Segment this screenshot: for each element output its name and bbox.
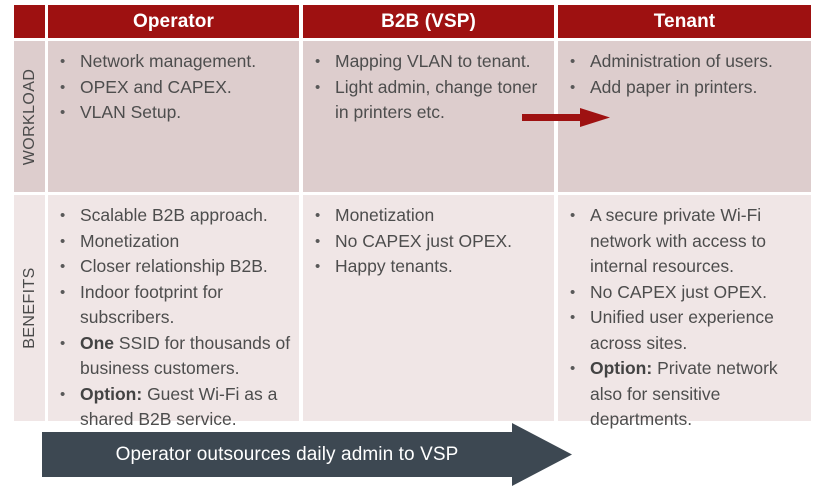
bullet-item: Add paper in printers. bbox=[570, 75, 803, 101]
bullet-item: OPEX and CAPEX. bbox=[60, 75, 291, 101]
table-row-benefits: BENEFITS Scalable B2B approach.Monetizat… bbox=[14, 195, 811, 429]
bullet-item: Option: Private network also for sensiti… bbox=[570, 356, 803, 433]
row-label-workload: WORKLOAD bbox=[14, 41, 45, 192]
bullet-item: Network management. bbox=[60, 49, 291, 75]
outsourcing-banner-arrow bbox=[42, 423, 572, 486]
bullet-item: Administration of users. bbox=[570, 49, 803, 75]
bullet-item: Mapping VLAN to tenant. bbox=[315, 49, 546, 75]
bullet-item: Option: Guest Wi-Fi as a shared B2B serv… bbox=[60, 382, 291, 433]
bullet-list-workload-operator: Network management.OPEX and CAPEX.VLAN S… bbox=[48, 41, 299, 126]
bullet-item: One SSID for thousands of business custo… bbox=[60, 331, 291, 382]
bullet-list-workload-tenant: Administration of users.Add paper in pri… bbox=[558, 41, 811, 100]
cell-benefits-operator: Scalable B2B approach.MonetizationCloser… bbox=[48, 195, 299, 429]
bullet-list-benefits-tenant: A secure private Wi-Fi network with acce… bbox=[558, 195, 811, 433]
bullet-item: Closer relationship B2B. bbox=[60, 254, 291, 280]
cell-benefits-tenant: A secure private Wi-Fi network with acce… bbox=[558, 195, 811, 429]
bullet-item: Happy tenants. bbox=[315, 254, 546, 280]
table-row-workload: WORKLOAD Network management.OPEX and CAP… bbox=[14, 41, 811, 192]
row-label-benefits: BENEFITS bbox=[14, 195, 45, 421]
bullet-item: A secure private Wi-Fi network with acce… bbox=[570, 203, 803, 280]
bullet-list-benefits-operator: Scalable B2B approach.MonetizationCloser… bbox=[48, 195, 299, 433]
table-header-row: Operator B2B (VSP) Tenant bbox=[0, 5, 825, 38]
bullet-item: Monetization bbox=[60, 229, 291, 255]
bullet-item: Light admin, change toner in printers et… bbox=[315, 75, 546, 126]
bullet-item: Indoor footprint for subscribers. bbox=[60, 280, 291, 331]
bullet-item: Monetization bbox=[315, 203, 546, 229]
bullet-item: VLAN Setup. bbox=[60, 100, 291, 126]
row-label-benefits-text: BENEFITS bbox=[20, 267, 38, 349]
cell-workload-b2b: Mapping VLAN to tenant.Light admin, chan… bbox=[303, 41, 554, 192]
column-header-b2b-vsp: B2B (VSP) bbox=[303, 5, 554, 38]
header-corner-cell bbox=[14, 5, 45, 38]
bullet-item: No CAPEX just OPEX. bbox=[570, 280, 803, 306]
bullet-item: Unified user experience across sites. bbox=[570, 305, 803, 356]
bullet-item: No CAPEX just OPEX. bbox=[315, 229, 546, 255]
cell-workload-tenant: Administration of users.Add paper in pri… bbox=[558, 41, 811, 192]
column-header-tenant: Tenant bbox=[558, 5, 811, 38]
column-header-operator: Operator bbox=[48, 5, 299, 38]
bullet-list-benefits-b2b: MonetizationNo CAPEX just OPEX.Happy ten… bbox=[303, 195, 554, 280]
bullet-list-workload-b2b: Mapping VLAN to tenant.Light admin, chan… bbox=[303, 41, 554, 126]
row-label-workload-text: WORKLOAD bbox=[20, 68, 38, 165]
cell-workload-operator: Network management.OPEX and CAPEX.VLAN S… bbox=[48, 41, 299, 192]
bullet-item: Scalable B2B approach. bbox=[60, 203, 291, 229]
cell-benefits-b2b: MonetizationNo CAPEX just OPEX.Happy ten… bbox=[303, 195, 554, 421]
